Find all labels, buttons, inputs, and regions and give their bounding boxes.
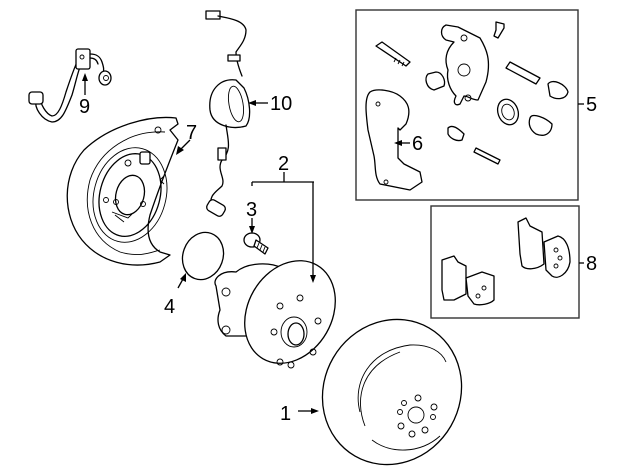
callout-5: 5 [586, 94, 597, 116]
callout-1: 1 [280, 403, 291, 425]
callout-8: 8 [586, 253, 597, 275]
brake-pads[interactable] [441, 217, 571, 306]
brake-rotor[interactable] [296, 294, 488, 471]
caliper-parts[interactable] [365, 21, 569, 191]
callout-3: 3 [246, 199, 257, 221]
callout-7: 7 [186, 122, 197, 144]
hub-bearing[interactable] [214, 244, 353, 380]
hub-bolt[interactable] [243, 232, 269, 255]
backing-plate[interactable] [66, 116, 179, 266]
abs-sensor[interactable] [205, 10, 251, 218]
brake-hose[interactable] [28, 48, 112, 123]
callout-6: 6 [412, 133, 423, 155]
callout-2: 2 [278, 153, 289, 175]
o-ring[interactable] [176, 227, 230, 286]
callout-10: 10 [270, 93, 292, 115]
leader-lines [82, 73, 584, 414]
callout-9: 9 [79, 96, 90, 118]
callout-4: 4 [164, 296, 175, 318]
